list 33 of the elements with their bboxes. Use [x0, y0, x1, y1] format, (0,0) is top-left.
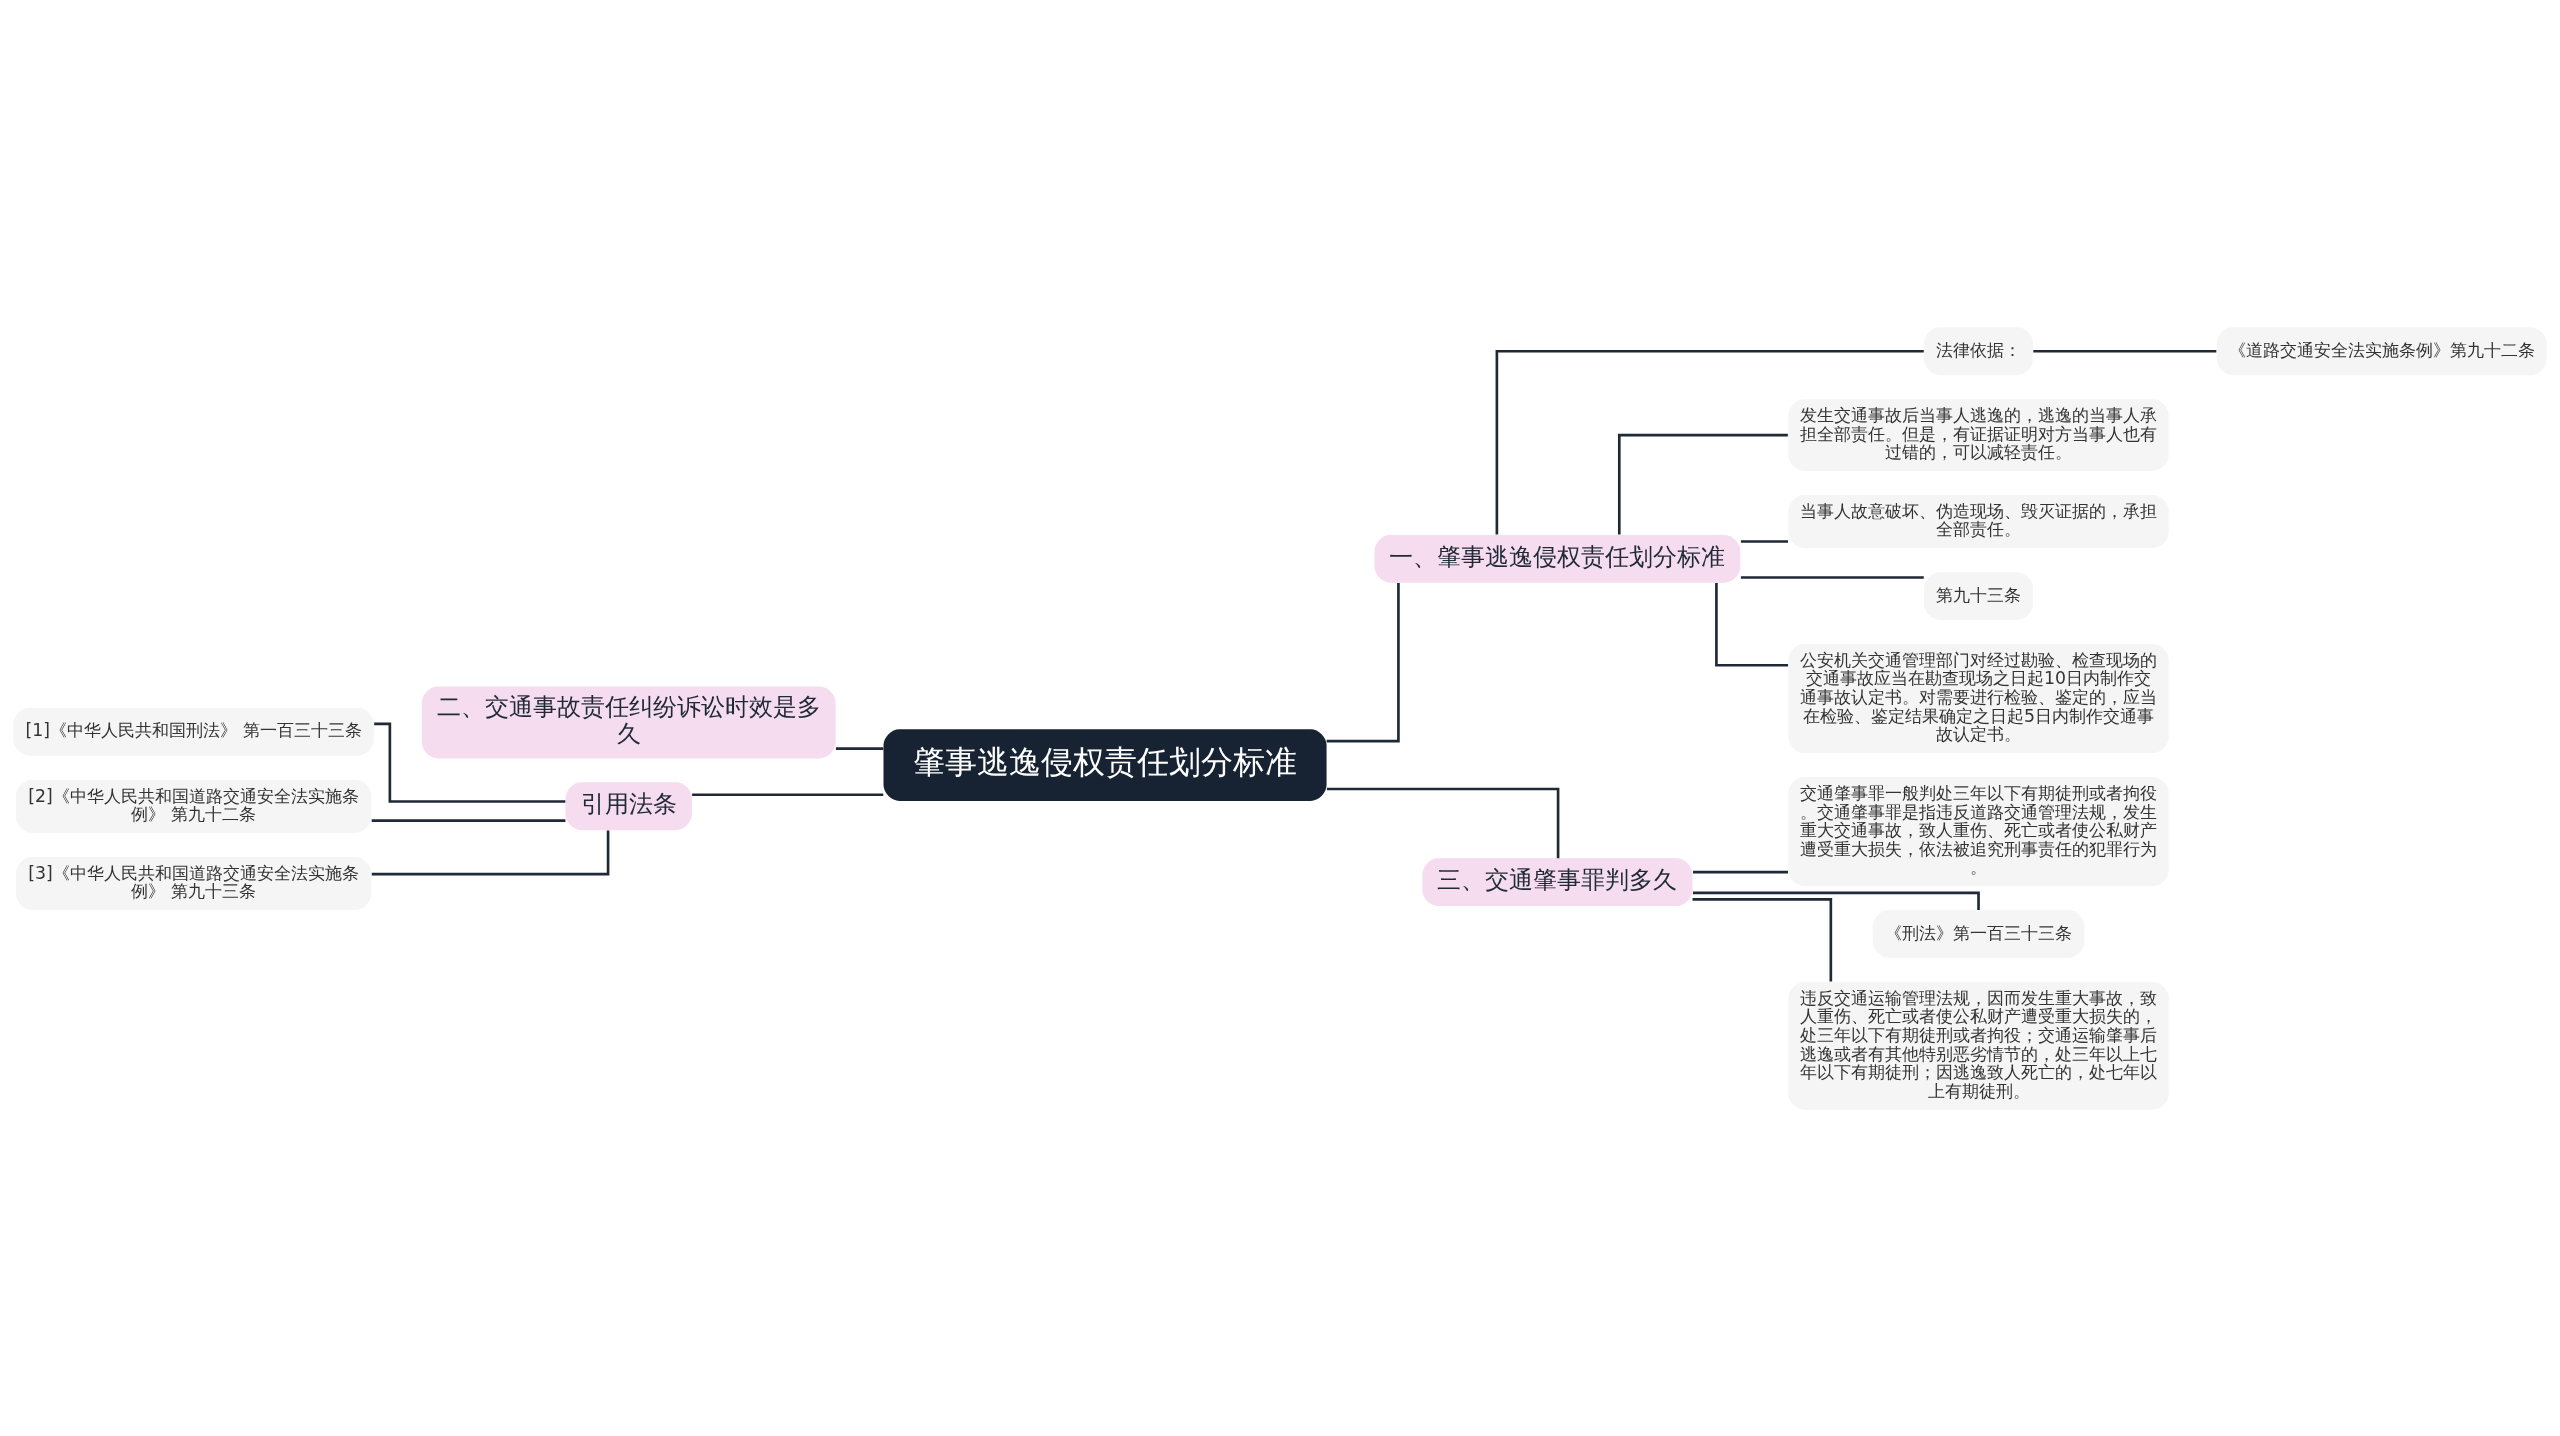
node-box: 法律依据： [1924, 326, 2034, 375]
connector [835, 746, 884, 750]
connector [1617, 433, 1788, 534]
node-box: 《刑法》第一百三十三条 [1872, 909, 2085, 958]
connector [2033, 349, 2217, 353]
connector [1740, 539, 1789, 543]
node-box: 《道路交通安全法实施条例》第九十二条 [2216, 326, 2547, 375]
node-box: 当事人故意破坏、伪造现场、毁灭证据的，承担全部责任。 [1788, 494, 2169, 548]
connector [374, 722, 566, 803]
connector [1495, 349, 1924, 535]
node-box: 引用法条 [565, 781, 692, 830]
connector [371, 829, 610, 875]
connector [1715, 582, 1789, 667]
node-box: 一、肇事逃逸侵权责任划分标准 [1374, 534, 1741, 583]
node-box: 二、交通事故责任纠纷诉讼时效是多久 [421, 686, 836, 758]
connector [371, 818, 566, 822]
node-box: [1]《中华人民共和国刑法》 第一百三十三条 [13, 707, 374, 756]
node-box: 三、交通肇事罪判多久 [1422, 857, 1693, 906]
connector [1326, 787, 1560, 858]
connector [1692, 870, 1788, 873]
node-box: [3]《中华人民共和国道路交通安全法实施条例》 第九十三条 [16, 856, 372, 910]
connector [1326, 582, 1400, 742]
node-box: 交通肇事罪一般判处三年以下有期徒刑或者拘役。交通肇事罪是指违反道路交通管理法规，发生重大交通事故，致人重伤、死亡或者使公私财产遭受重大损失，依法被追究刑事责任的犯罪行为。 [1788, 776, 2169, 886]
connector [692, 792, 884, 796]
node-box: 肇事逃逸侵权责任划分标准 [883, 728, 1327, 801]
node-box: [2]《中华人民共和国道路交通安全法实施条例》 第九十二条 [16, 779, 372, 833]
connector [1692, 897, 1833, 982]
node-box: 第九十三条 [1924, 571, 2034, 620]
node-box: 公安机关交通管理部门对经过勘验、检查现场的交通事故应当在勘查现场之日起10日内制作交通事故认定书。对需要进行检验、鉴定的，应当在检验、鉴定结果确定之日起5日内制作交通事故认定书。 [1788, 643, 2169, 753]
node-box: 发生交通事故后当事人逃逸的，逃逸的当事人承担全部责任。但是，有证据证明对方当事人也有过错的，可以减轻责任。 [1788, 398, 2169, 471]
node-box: 违反交通运输管理法规，因而发生重大事故，致人重伤、死亡或者使公私财产遭受重大损失的，处三年以下有期徒刑或者拘役；交通运输肇事后逃逸或者有其他特别恶劣情节的，处三年以上七年以下有期徒刑；因逃逸致人死亡的，处七年以上有期徒刑。 [1788, 981, 2169, 1110]
connector [1740, 575, 1924, 579]
connector [1692, 890, 1980, 910]
